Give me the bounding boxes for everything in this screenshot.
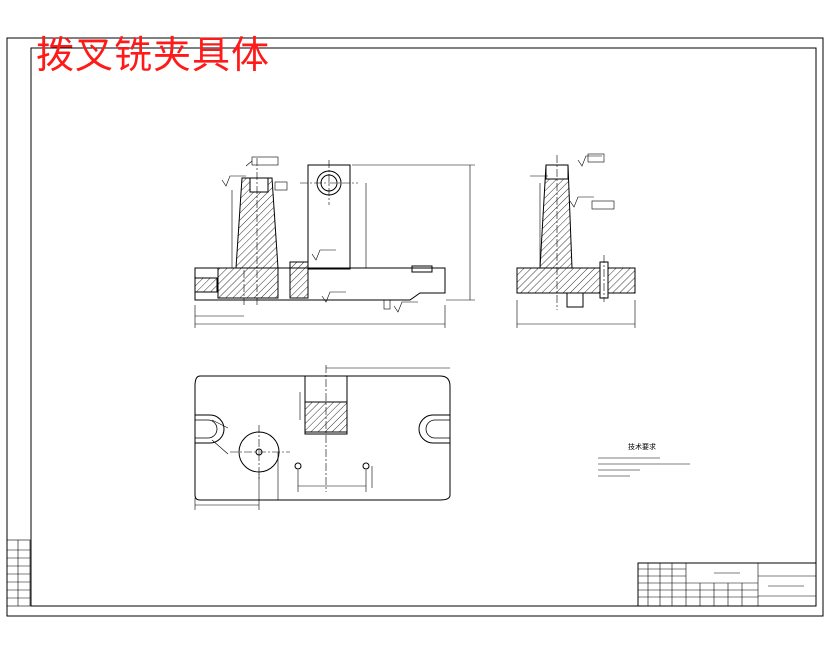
side-view: [516, 153, 636, 328]
top-view: [194, 365, 451, 510]
drawing-title: 拨叉铣夹具体: [36, 33, 271, 77]
outer-border: [6, 37, 824, 617]
side-view-base: [516, 267, 636, 294]
tech-requirements-notes: [598, 457, 690, 477]
tech-requirements-heading: 技术要求: [628, 442, 656, 451]
revision-block: [6, 539, 31, 607]
side-view-column: [539, 164, 573, 269]
top-view-plate: [194, 375, 451, 501]
front-view: [194, 156, 475, 328]
front-view-base: [194, 267, 446, 301]
inner-frame: [30, 47, 817, 607]
title-block: [637, 562, 817, 607]
